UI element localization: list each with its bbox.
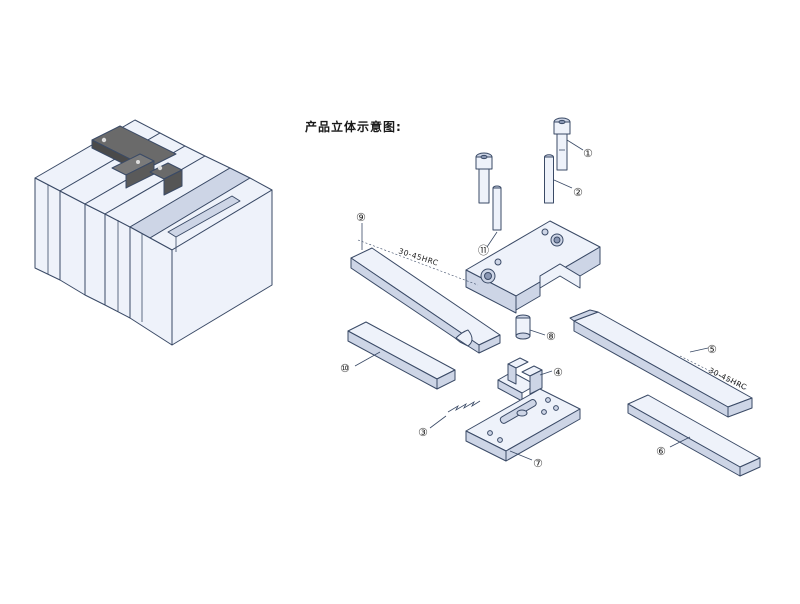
callout-10: ⑩ bbox=[340, 362, 350, 375]
callout-7: ⑦ bbox=[533, 457, 543, 470]
part-5-bar bbox=[569, 309, 753, 418]
assembled-slide bbox=[91, 125, 183, 196]
part-6-block bbox=[627, 394, 761, 477]
callout-1: ① bbox=[583, 147, 593, 160]
mold-assembly bbox=[34, 119, 273, 346]
short-screw bbox=[475, 152, 493, 204]
part-7-plate bbox=[465, 388, 581, 462]
callout-6: ⑥ bbox=[656, 445, 666, 458]
callout-9: ⑨ bbox=[356, 211, 366, 224]
callout-11: ⑪ bbox=[478, 244, 489, 257]
part-9-bar bbox=[350, 223, 501, 354]
callout-3: ③ bbox=[418, 426, 428, 439]
callout-8: ⑧ bbox=[546, 330, 556, 343]
part-8-cylinder bbox=[515, 314, 546, 340]
callout-5: ⑤ bbox=[707, 343, 717, 356]
part-11-slide-block bbox=[465, 220, 601, 314]
part-3-spring bbox=[429, 400, 481, 429]
small-pin bbox=[486, 185, 502, 248]
page-title: 产品立体示意图: bbox=[305, 120, 402, 134]
part-10-block bbox=[347, 321, 456, 390]
callout-4: ④ bbox=[553, 366, 563, 379]
callout-2: ② bbox=[573, 186, 583, 199]
part-4-u-bracket bbox=[497, 357, 553, 402]
part-2-pin bbox=[544, 154, 573, 204]
part-1-screw bbox=[553, 117, 584, 171]
